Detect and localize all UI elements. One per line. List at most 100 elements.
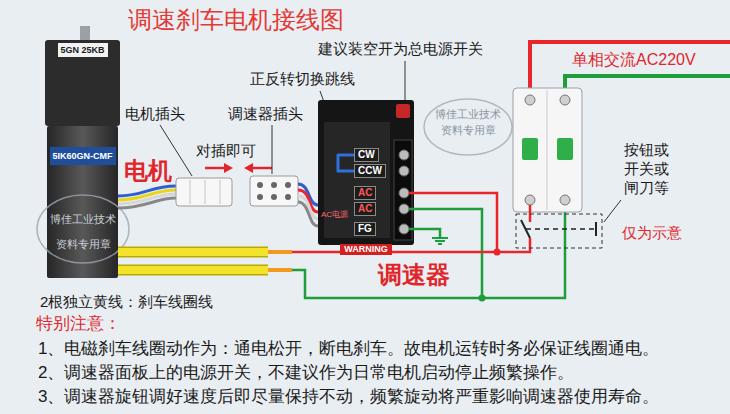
panel-marking: AC电源	[321, 210, 348, 219]
plug-hole	[285, 182, 291, 188]
ground-symbol	[438, 243, 442, 245]
callout-text: 电机插头	[125, 105, 185, 122]
text-anchor: 调速器	[378, 262, 450, 288]
arrow-head	[244, 163, 253, 173]
terminal-screw	[399, 188, 409, 198]
motor-wire	[118, 198, 176, 208]
terminal-screw	[399, 224, 409, 234]
text-anchor: 博佳工业技术	[50, 213, 116, 226]
text-anchor: 单相交流AC220V	[572, 50, 696, 70]
note-text: 3、调速器旋钮调好速度后即尽量保持不动，频繁旋动将严重影响调速器使用寿命。	[38, 387, 659, 406]
brake-tube	[118, 266, 268, 274]
terminal-label: FG	[358, 223, 372, 235]
plug-rib	[205, 180, 206, 204]
gearbox	[45, 40, 120, 126]
breaker-handle	[557, 138, 573, 160]
switch-outline	[516, 214, 602, 248]
text-anchor: AC电源	[321, 203, 348, 221]
watermark: 资料专用章	[50, 238, 116, 251]
model-label: 5GN 25KB	[45, 44, 120, 56]
breaker-screw	[525, 95, 535, 105]
callout-text: 2根独立黄线：刹车线圈线	[40, 293, 213, 310]
junction-dot	[479, 295, 486, 302]
note-text: 2、调速器面板上的电源开关，不建议作为日常电机启动停止频繁操作。	[38, 363, 574, 382]
terminal-label: AC	[358, 187, 372, 199]
part-name: 电机	[124, 157, 172, 184]
part-name: 调速器	[378, 261, 450, 288]
note-heading: 特别注意：	[36, 314, 121, 333]
brake-tube	[118, 248, 268, 256]
watermark-stamp	[37, 195, 129, 263]
power-switch	[396, 104, 410, 118]
watermark-stamp	[424, 99, 512, 155]
brake-tube	[118, 265, 268, 276]
switch-actuator	[526, 228, 596, 230]
text-anchor: 3、调速器旋钮调好速度后即尽量保持不动，频繁旋动将严重影响调速器使用寿命。	[38, 386, 659, 408]
supply-label: 单相交流AC220V	[572, 51, 696, 68]
leader-line	[405, 61, 406, 101]
plug-hole	[257, 194, 263, 200]
terminal-label: AC	[358, 203, 372, 215]
terminal-block: AC	[354, 186, 376, 200]
model-label: 5IK60GN-CMF	[45, 150, 120, 162]
ground-wire	[409, 229, 440, 238]
ac-wire	[409, 193, 497, 252]
brake-tube	[118, 247, 268, 258]
diagram-title: 调速刹车电机接线图	[128, 6, 344, 33]
callout-text: 对插即可	[196, 142, 256, 159]
note-text: 仅为示意	[622, 224, 682, 241]
plug-hole	[285, 194, 291, 200]
text-anchor: 按钮或 开关或 闸刀等	[624, 140, 672, 197]
jumper-wire	[338, 155, 354, 171]
text-anchor: 2、调速器面板上的电源开关，不建议作为日常电机启动停止频繁操作。	[38, 362, 574, 384]
terminal-block: FG	[354, 222, 376, 236]
motor-shaft	[80, 26, 90, 42]
breaker-screw	[525, 195, 535, 205]
leader-line	[272, 125, 273, 174]
text-anchor: 正反转切换跳线	[250, 70, 355, 88]
text-anchor: 建议装空开为总电源开关	[318, 40, 483, 58]
terminal-block: CW	[354, 148, 379, 162]
breaker-screw	[560, 95, 570, 105]
junction-dot	[494, 249, 501, 256]
terminal-block: AC	[354, 202, 376, 216]
terminal-label: CW	[358, 149, 375, 161]
text-anchor: 对插即可	[196, 142, 256, 160]
watermark: 资料专用章	[435, 124, 501, 137]
watermark: 博佳工业技术	[50, 213, 116, 226]
callout-text: 正反转切换跳线	[250, 70, 355, 87]
warning-sticker: WARNING	[340, 244, 392, 255]
plug-rib	[220, 180, 221, 204]
terminal-block: CCW	[354, 164, 386, 178]
callout-text: 按钮或 开关或 闸刀等	[624, 140, 672, 197]
text-anchor: 资料专用章	[435, 124, 501, 137]
plug-hole	[271, 182, 277, 188]
motor-plug	[176, 178, 232, 206]
terminal-strip	[394, 140, 412, 240]
insert-arrow	[251, 167, 272, 170]
text-anchor: 资料专用章	[50, 238, 116, 251]
arrow-head	[224, 163, 233, 173]
motor-housing	[47, 126, 118, 278]
watermark: 博佳工业技术	[435, 108, 501, 121]
circuit-breaker	[513, 88, 582, 212]
text-anchor: 电机插头	[125, 105, 185, 123]
neutral-wire	[292, 205, 565, 298]
terminal-screw	[399, 166, 409, 176]
callout-text: 建议装空开为总电源开关	[318, 40, 483, 57]
text-anchor: 博佳工业技术	[435, 108, 501, 121]
breaker-screw	[560, 195, 570, 205]
leader-line	[604, 200, 621, 222]
text-anchor: 特别注意：	[36, 313, 121, 335]
speed-controller: WARNING CW CCW AC AC FG	[318, 100, 414, 255]
ground-symbol	[432, 237, 448, 239]
text-anchor: 电机	[124, 158, 172, 184]
breaker-handle	[522, 138, 538, 160]
controller-face	[324, 122, 390, 238]
text-anchor: 1、电磁刹车线圈动作为：通电松开，断电刹车。故电机运转时务必保证线圈通电。	[38, 338, 659, 360]
controller-plug	[250, 176, 298, 206]
note-text: 1、电磁刹车线圈动作为：通电松开，断电刹车。故电机运转时务必保证线圈通电。	[38, 339, 659, 358]
